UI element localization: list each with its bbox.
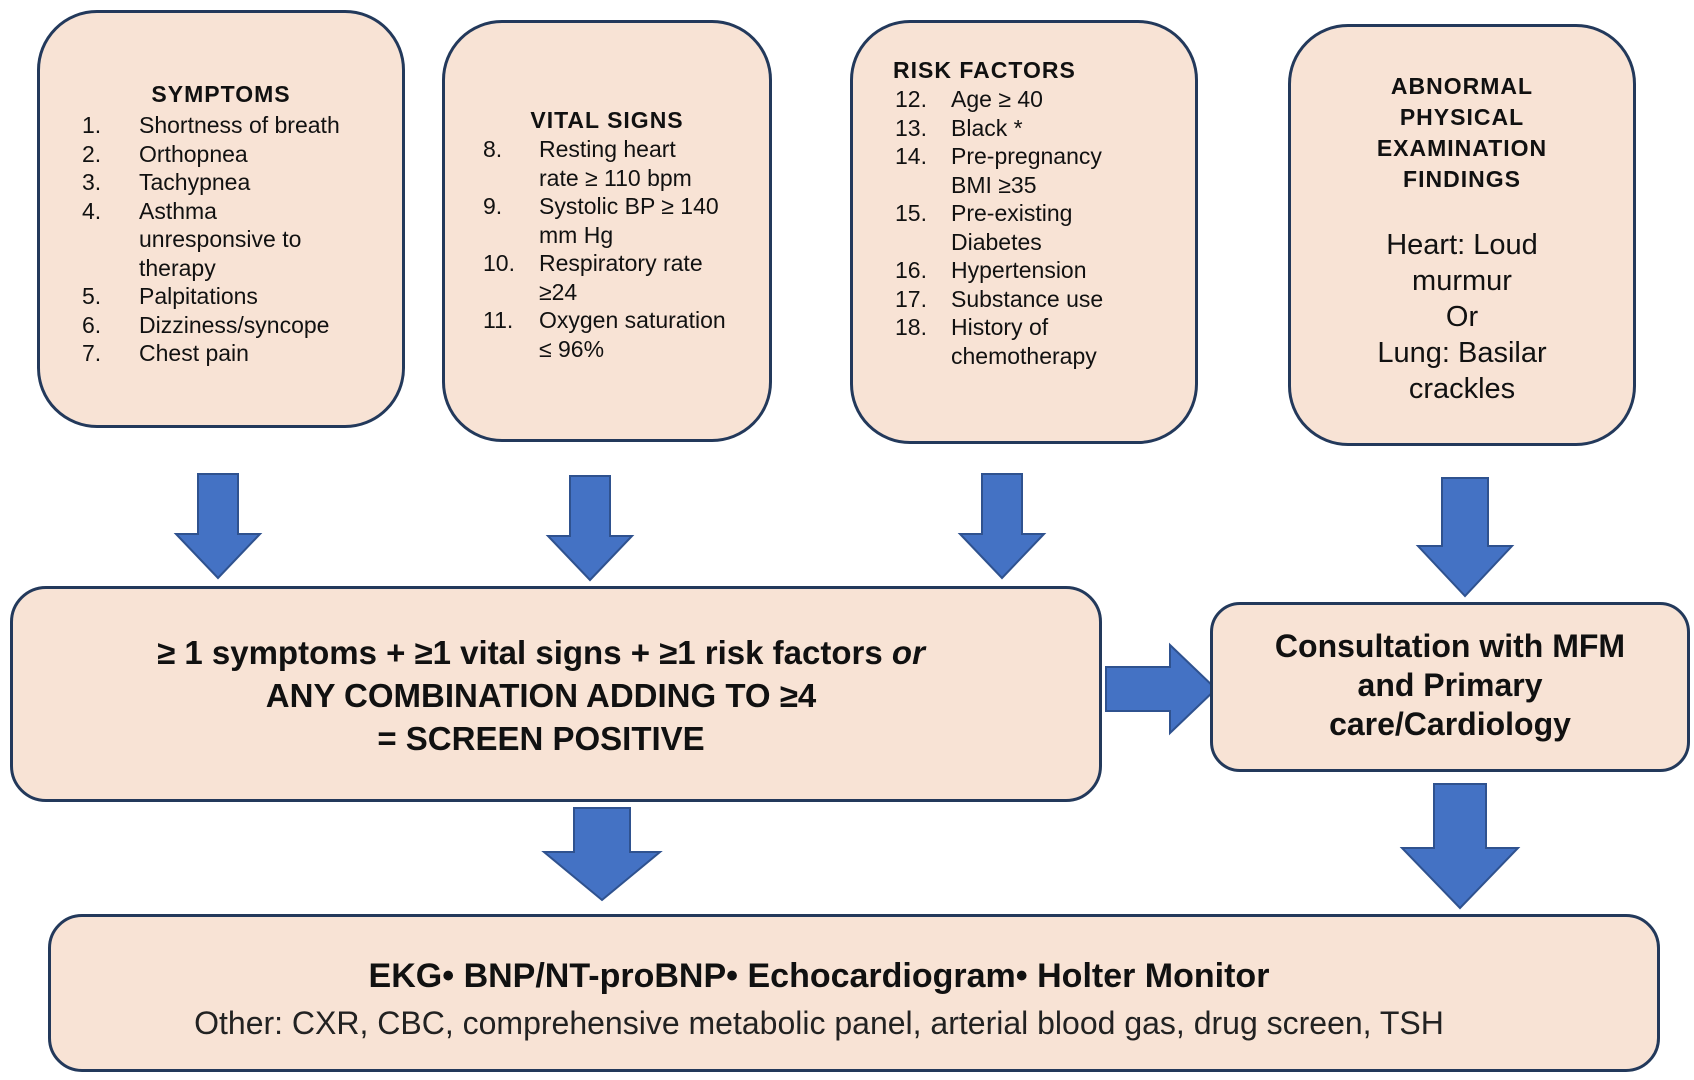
tests-main: EKG• BNP/NT-proBNP• Echocardiogram• Holt… [368, 957, 1270, 995]
vital-signs-box: VITAL SIGNS 8.Resting heart rate ≥ 110 b… [442, 20, 772, 442]
list-item: 3.Tachypnea [82, 169, 251, 195]
vital-signs-title: VITAL SIGNS [530, 107, 684, 133]
risk-factors-box: RISK FACTORS 12.Age ≥ 40 13.Black * 14.P… [850, 20, 1198, 444]
list-item: 8.Resting heart rate ≥ 110 bpm [483, 136, 692, 191]
screen-positive-text: ≥ 1 symptoms + ≥1 vital signs + ≥1 risk … [157, 634, 925, 757]
screen-positive-box: ≥ 1 symptoms + ≥1 vital signs + ≥1 risk … [10, 586, 1102, 802]
arrow-right-icon [1105, 642, 1218, 736]
arrow-down-icon [1415, 477, 1515, 598]
list-item: 17.Substance use [895, 285, 1104, 312]
list-item: 16.Hypertension [895, 257, 1087, 283]
list-item: 4.Asthma unresponsive to therapy [82, 197, 302, 281]
list-item: 9.Systolic BP ≥ 140 mm Hg [483, 193, 719, 248]
symptoms-list: 1.Shortness of breath 2.Orthopnea 3.Tach… [82, 111, 382, 368]
list-item: 7.Chest pain [82, 340, 249, 366]
arrow-down-icon [545, 475, 635, 582]
list-item: 14.Pre-pregnancy BMI ≥35 [895, 143, 1102, 198]
list-item: 12.Age ≥ 40 [895, 86, 1043, 112]
exam-findings-body: Heart: Loud murmur Or Lung: Basilar crac… [1377, 229, 1547, 405]
consultation-box: Consultation with MFM and Primary care/C… [1210, 602, 1690, 772]
exam-findings-box: ABNORMAL PHYSICAL EXAMINATION FINDINGS H… [1288, 24, 1636, 446]
list-item: 1.Shortness of breath [82, 112, 340, 138]
arrow-down-icon [957, 473, 1047, 580]
list-item: 6.Dizziness/syncope [82, 311, 330, 338]
exam-findings-title: ABNORMAL PHYSICAL EXAMINATION FINDINGS [1376, 73, 1548, 192]
arrow-down-icon [173, 473, 263, 580]
tests-box: EKG• BNP/NT-proBNP• Echocardiogram• Holt… [48, 914, 1660, 1072]
list-item: 13.Black * [895, 114, 1023, 141]
vital-signs-list: 8.Resting heart rate ≥ 110 bpm 9.Systoli… [483, 135, 753, 363]
tests-other: Other: CXR, CBC, comprehensive metabolic… [194, 1005, 1444, 1041]
arrow-down-icon [1399, 783, 1521, 910]
list-item: 15.Pre-existing Diabetes [895, 200, 1073, 255]
risk-factors-title: RISK FACTORS [893, 57, 1076, 83]
list-item: 5.Palpitations [82, 283, 258, 309]
arrow-down-icon [541, 807, 663, 902]
risk-factors-list: 12.Age ≥ 40 13.Black * 14.Pre-pregnancy … [895, 85, 1165, 370]
consultation-text: Consultation with MFM and Primary care/C… [1274, 628, 1626, 742]
list-item: 11.Oxygen saturation ≤ 96% [483, 307, 726, 362]
symptoms-box: SYMPTOMS 1.Shortness of breath 2.Orthopn… [37, 10, 405, 428]
list-item: 2.Orthopnea [82, 140, 248, 167]
symptoms-title: SYMPTOMS [151, 81, 291, 107]
list-item: 18.History of chemotherapy [895, 314, 1097, 369]
list-item: 10.Respiratory rate ≥24 [483, 250, 703, 305]
